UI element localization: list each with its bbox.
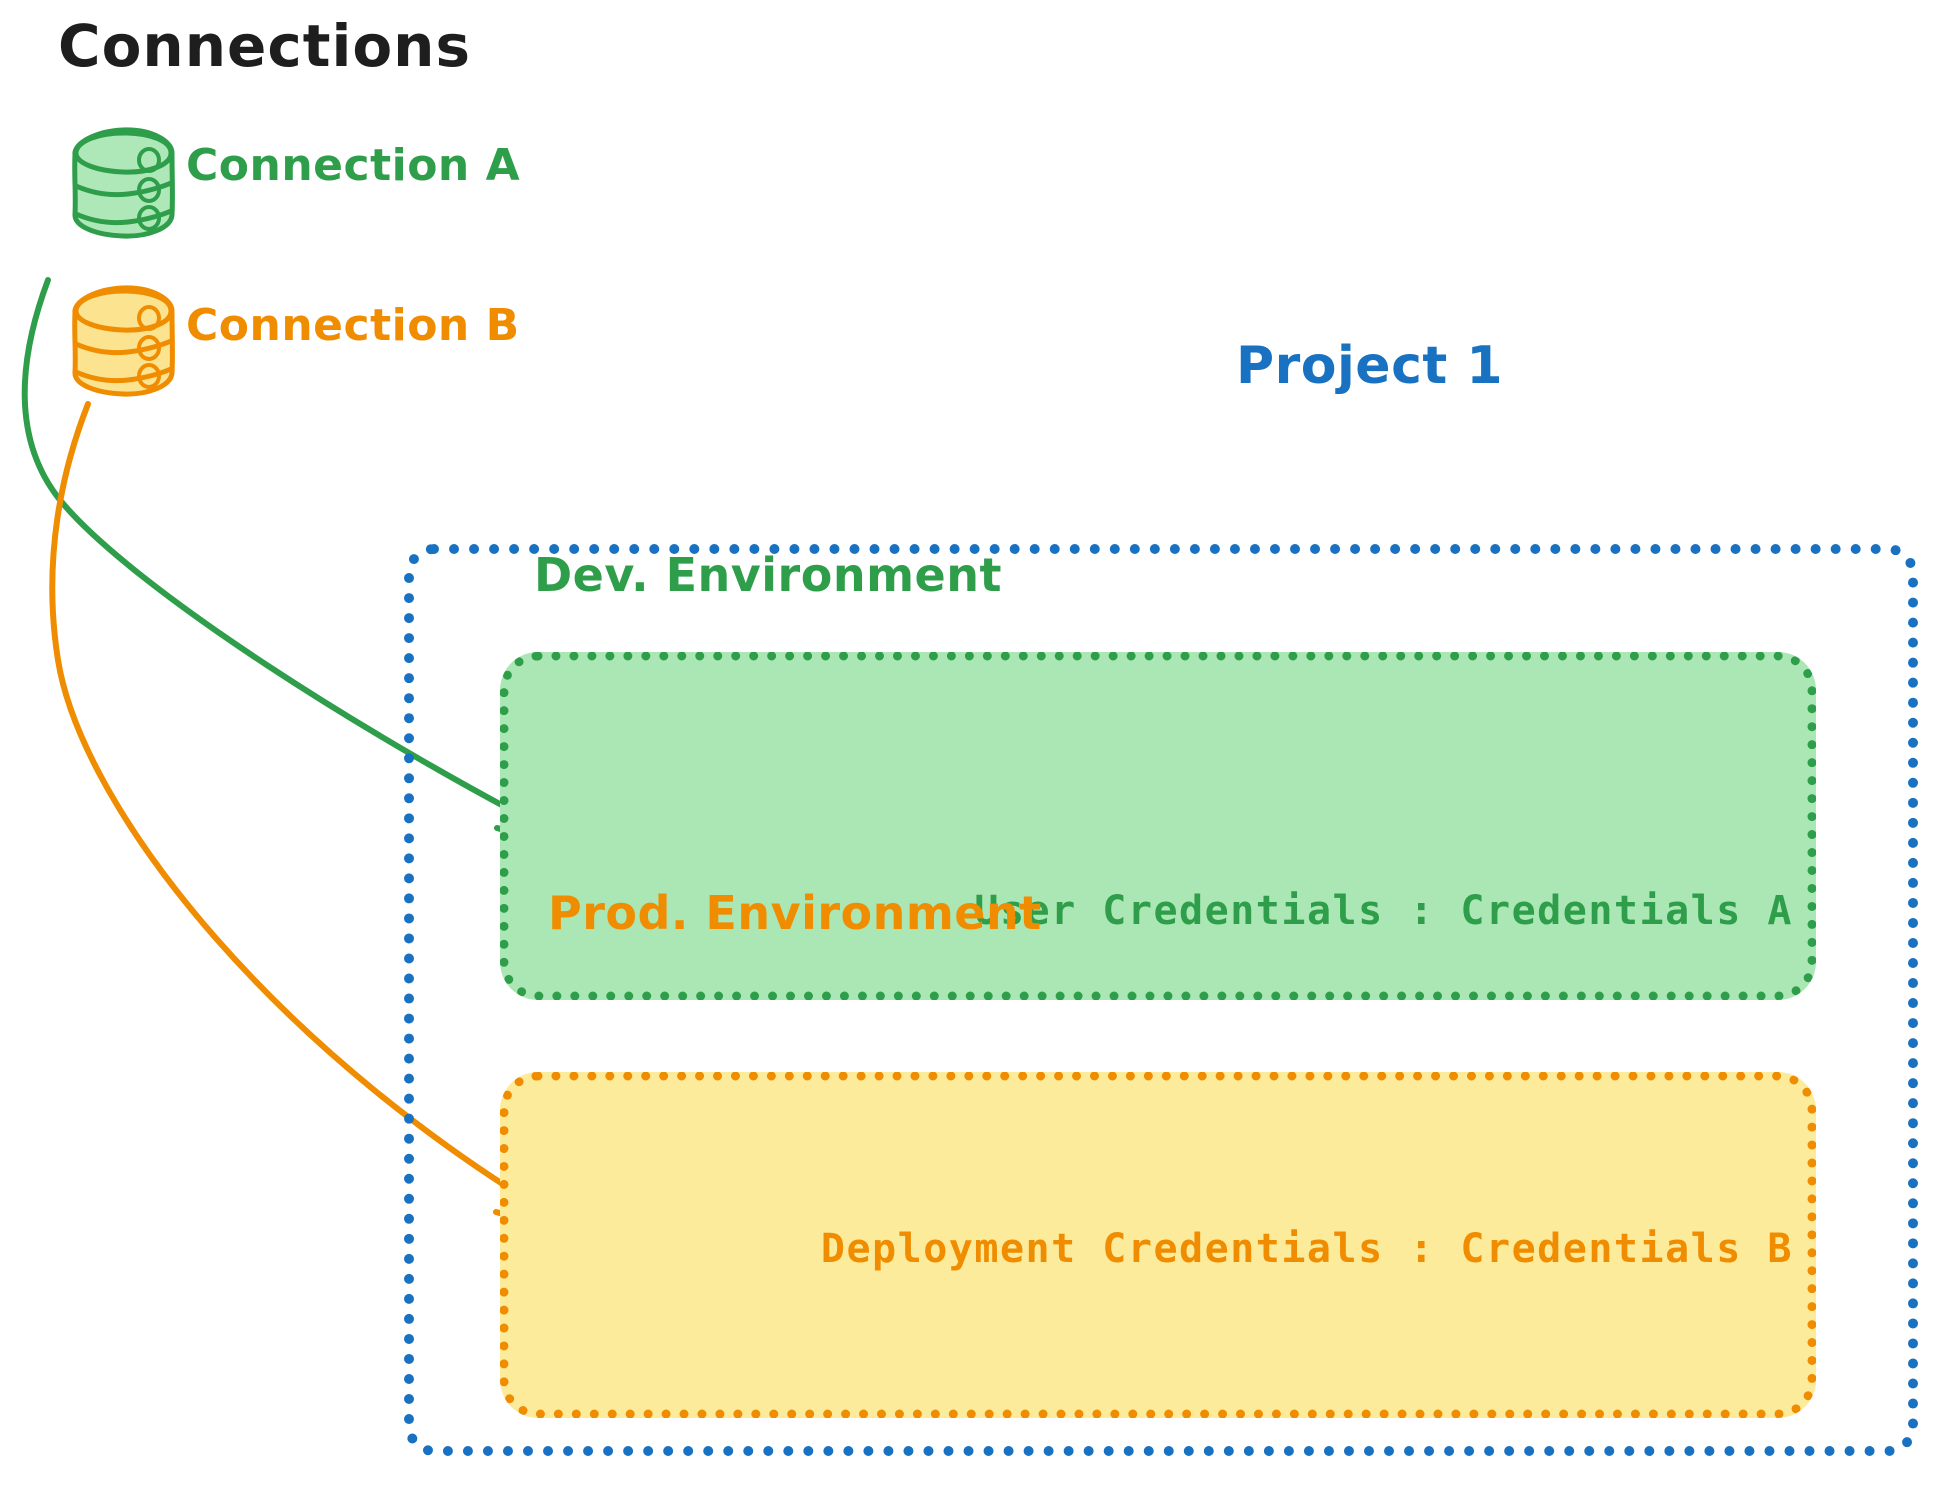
prod-environment-credentials: Deployment Credentials : Credentials B	[820, 1226, 1793, 1272]
prod-environment-title: Prod. Environment	[548, 886, 1042, 940]
project-title: Project 1	[1236, 336, 1504, 396]
project-boundary-box[interactable]	[404, 544, 1918, 1456]
dev-environment-title: Dev. Environment	[534, 548, 1002, 602]
connection-b-label[interactable]: Connection B	[186, 300, 520, 351]
dev-environment-credentials: User Credentials : Credentials A	[974, 888, 1793, 934]
prod-environment-box[interactable]	[500, 1072, 1816, 1418]
database-cylinder-icon-connection-a[interactable]	[72, 127, 175, 239]
connections-title: Connections	[58, 12, 471, 80]
connection-a-label[interactable]: Connection A	[186, 140, 521, 191]
dev-environment-box[interactable]	[500, 652, 1816, 1000]
database-cylinder-icon-connection-b[interactable]	[72, 285, 175, 397]
